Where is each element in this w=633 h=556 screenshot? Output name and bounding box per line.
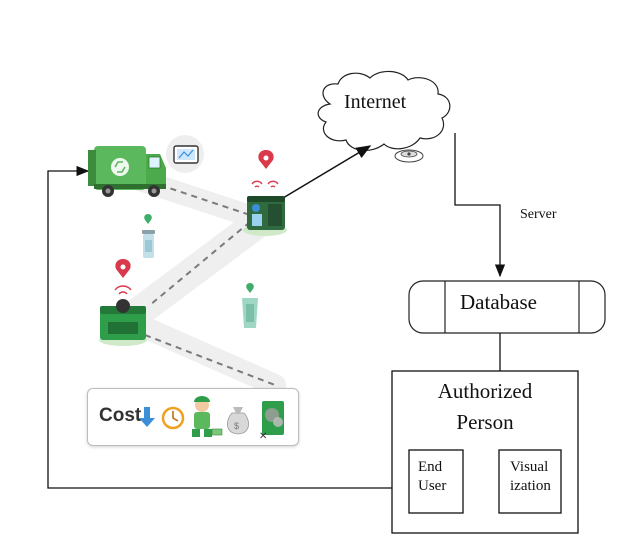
- visualization-label: Visual ization: [510, 458, 551, 496]
- authorized-person-line2: Person: [456, 410, 514, 434]
- location-pin-icon: [258, 150, 274, 169]
- cost-panel: Cost $ ✕: [87, 388, 299, 446]
- authorized-person-label: Authorized Person: [392, 376, 578, 438]
- authorized-person-line1: Authorized: [437, 379, 533, 403]
- money-bag-icon: $: [227, 407, 249, 435]
- sensor-bin-icon: [99, 299, 147, 346]
- down-arrow-icon: [139, 407, 155, 427]
- small-bin-icon: [242, 283, 258, 328]
- end-user-line2: User: [418, 478, 447, 494]
- end-user-box: [408, 449, 464, 514]
- visualization-box: [498, 449, 562, 514]
- end-user-label: End User: [418, 458, 446, 496]
- internet-label: Internet: [344, 91, 407, 113]
- wifi-icon: [114, 285, 132, 295]
- garbage-truck-icon: [88, 146, 166, 197]
- cost-label: Cost: [99, 405, 142, 426]
- server-label: Server: [520, 207, 557, 222]
- svg-text:✕: ✕: [259, 431, 267, 442]
- wifi-icon: [251, 180, 279, 188]
- bin-to-internet-arrow: [282, 145, 372, 199]
- tablet-icon: [166, 135, 204, 173]
- internet-cloud: [317, 70, 451, 151]
- svg-text:$: $: [234, 421, 239, 431]
- small-bin-icon: [142, 214, 155, 258]
- pollution-bin-icon: ✕: [259, 401, 284, 442]
- dashed-route: [144, 184, 276, 386]
- clock-icon: [161, 406, 185, 430]
- database-box: [408, 280, 606, 334]
- cost-icons: $ ✕: [139, 396, 284, 442]
- location-pin-icon: [115, 259, 131, 278]
- visualization-line1: Visual: [510, 459, 549, 475]
- router-icon: [394, 149, 424, 163]
- feedback-arrow: [47, 165, 392, 489]
- database-label: Database: [460, 290, 537, 314]
- internet-to-database-arrow: [454, 133, 506, 278]
- end-user-line1: End: [418, 459, 443, 475]
- worker-icon: [192, 396, 223, 437]
- visualization-line2: ization: [510, 478, 551, 494]
- smart-bin-icon: [243, 196, 287, 236]
